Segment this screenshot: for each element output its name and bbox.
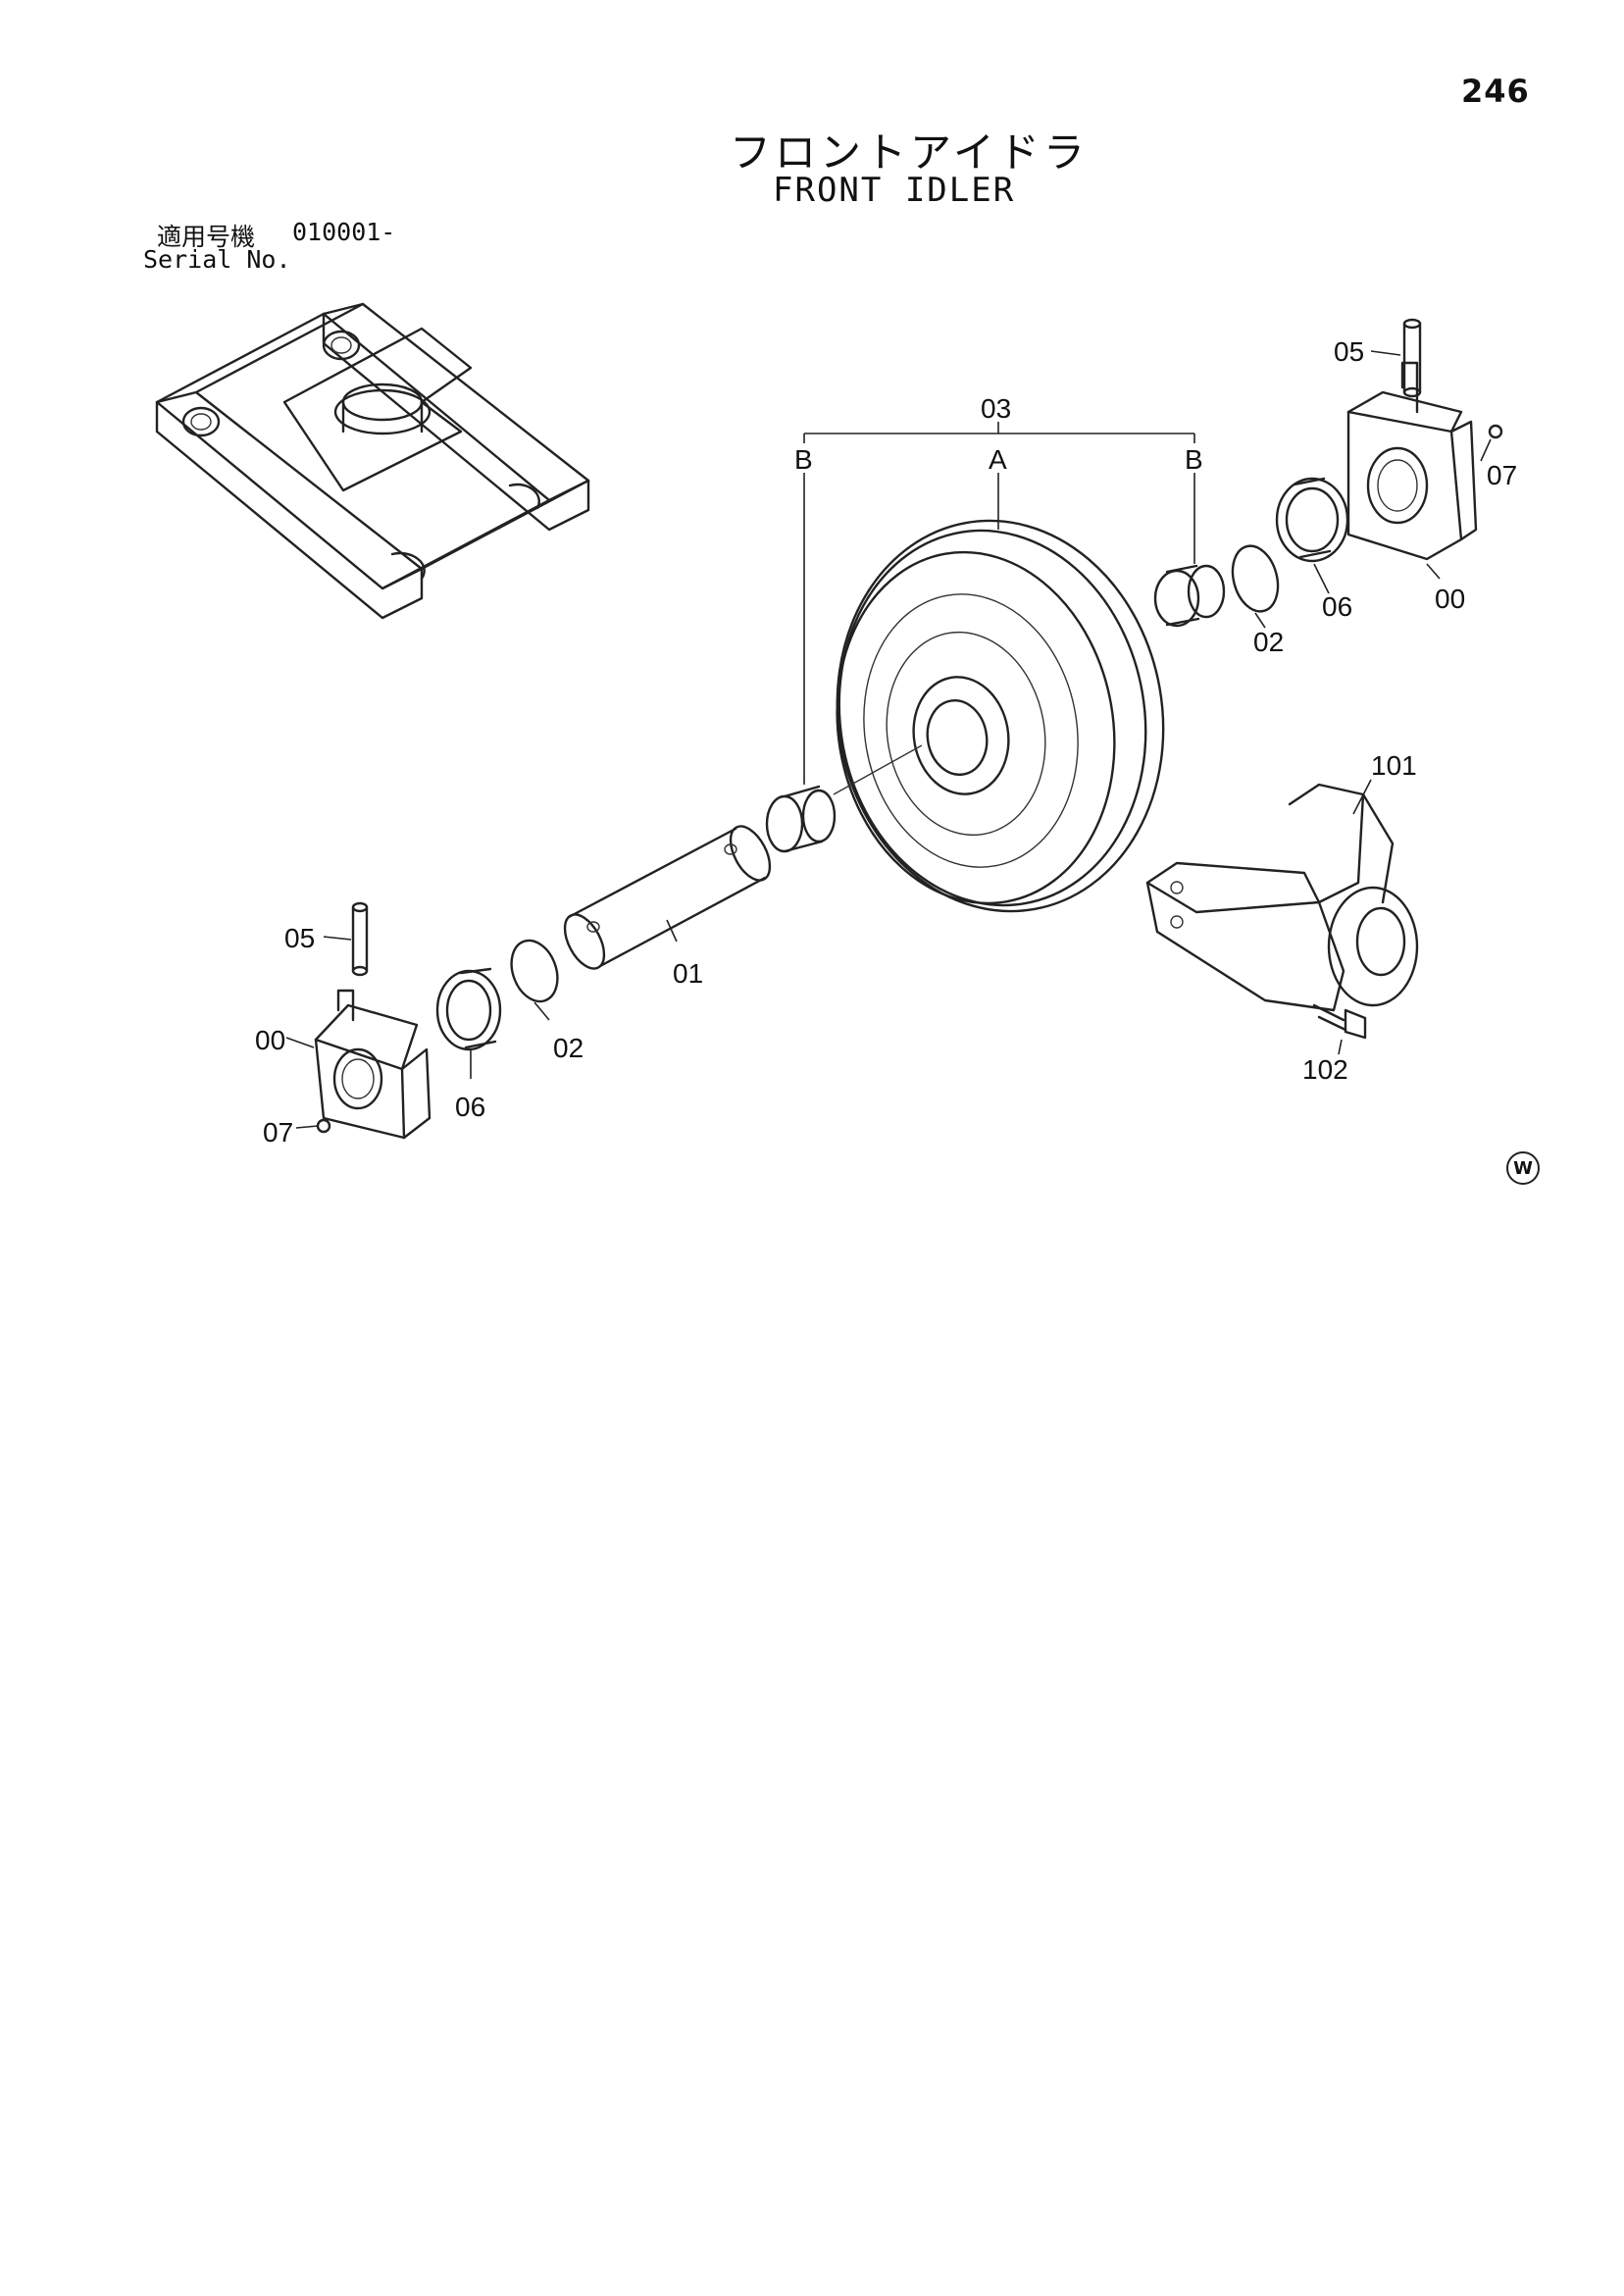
grease-fitting-left	[316, 1118, 331, 1134]
callout-a: A	[989, 444, 1007, 475]
callout-05-right: 05	[1334, 336, 1364, 367]
callout-06-left: 06	[455, 1092, 485, 1122]
support-block-left	[314, 989, 431, 1140]
callout-07-right: 07	[1487, 460, 1517, 490]
title-english: FRONT IDLER	[773, 171, 1016, 210]
seal-left	[435, 967, 502, 1051]
pin-left	[351, 901, 369, 977]
bushing-left	[765, 785, 837, 853]
callout-05-left: 05	[284, 923, 315, 953]
callout-b-right: B	[1185, 444, 1203, 475]
o-ring-left	[510, 939, 559, 1003]
serial-label-japanese: 適用号機	[157, 223, 256, 251]
track-frame-inset	[155, 302, 590, 620]
serial-number-value: 010001-	[292, 218, 396, 246]
o-ring-right	[1231, 544, 1280, 613]
callout-00-right: 00	[1435, 584, 1465, 614]
bolt	[1312, 1003, 1367, 1040]
serial-label-english: Serial No.	[143, 245, 291, 274]
callout-102: 102	[1302, 1054, 1348, 1085]
callout-b-left: B	[794, 444, 813, 475]
pin-right	[1402, 318, 1422, 398]
callout-03: 03	[981, 393, 1011, 424]
title-japanese: フロントアイドラ	[730, 128, 1089, 177]
idler-wheel	[833, 519, 1165, 913]
bushing-right	[1153, 564, 1226, 628]
watermark-logo: W	[1506, 1151, 1540, 1185]
seal-right	[1275, 477, 1349, 563]
callout-02-left: 02	[553, 1033, 584, 1063]
callout-01: 01	[673, 958, 703, 989]
callout-06-right: 06	[1322, 591, 1352, 622]
grease-fitting-right	[1488, 424, 1503, 439]
callout-00-left: 00	[255, 1025, 285, 1055]
shaft	[563, 825, 772, 970]
leader-lines	[285, 350, 1492, 1129]
callout-02-right: 02	[1253, 627, 1284, 657]
page-number: 246	[1461, 73, 1530, 110]
callout-07-left: 07	[263, 1117, 293, 1148]
assembly-03-bracket	[803, 422, 1195, 785]
callout-101: 101	[1371, 750, 1417, 781]
support-block-right	[1346, 361, 1478, 561]
idler-bracket	[1145, 783, 1419, 1012]
